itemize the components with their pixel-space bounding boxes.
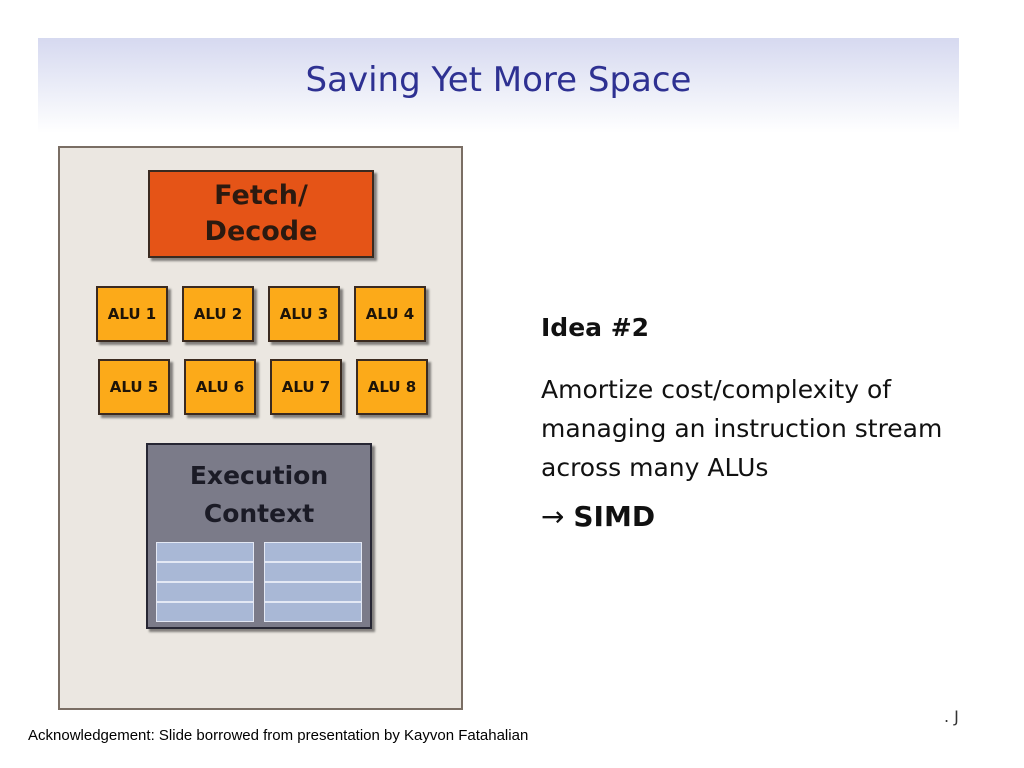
simd-label: SIMD xyxy=(573,500,656,533)
slide-title: Saving Yet More Space xyxy=(305,60,692,100)
register-cell xyxy=(156,602,254,622)
register-cell xyxy=(264,582,362,602)
idea-text-line: managing an instruction stream xyxy=(541,414,943,443)
alu-2-block: ALU 2 xyxy=(182,286,254,342)
fetch-decode-label-line-2: Decode xyxy=(204,216,318,247)
register-cell xyxy=(156,542,254,562)
idea-description: Amortize cost/complexity of managing an … xyxy=(541,370,971,487)
register-cell xyxy=(264,542,362,562)
alu-6-block: ALU 6 xyxy=(184,359,256,415)
right-arrow-icon: → xyxy=(541,500,565,533)
register-cell xyxy=(264,562,362,582)
alu-8-block: ALU 8 xyxy=(356,359,428,415)
alu-5-block: ALU 5 xyxy=(98,359,170,415)
fetch-decode-label-line-1: Fetch/ xyxy=(214,180,308,211)
processor-diagram: Fetch/ Decode ALU 1 ALU 2 ALU 3 ALU 4 AL… xyxy=(58,146,463,710)
alu-1-block: ALU 1 xyxy=(96,286,168,342)
alu-3-block: ALU 3 xyxy=(268,286,340,342)
execution-context-label: Execution Context xyxy=(148,457,370,533)
idea-heading: Idea #2 xyxy=(541,313,650,342)
register-column-left xyxy=(156,542,254,622)
execution-context-block: Execution Context xyxy=(146,443,372,629)
acknowledgement-footer: Acknowledgement: Slide borrowed from pre… xyxy=(28,727,529,744)
title-band: Saving Yet More Space xyxy=(38,38,959,133)
register-cell xyxy=(156,582,254,602)
execution-context-label-line-2: Context xyxy=(203,499,315,528)
execution-context-label-line-1: Execution xyxy=(189,461,329,490)
register-cell xyxy=(264,602,362,622)
alu-7-block: ALU 7 xyxy=(270,359,342,415)
simd-conclusion: → SIMD xyxy=(541,500,655,533)
register-cell xyxy=(156,562,254,582)
alu-4-block: ALU 4 xyxy=(354,286,426,342)
page-number: . J xyxy=(944,707,959,726)
idea-text-line: across many ALUs xyxy=(541,453,769,482)
fetch-decode-block: Fetch/ Decode xyxy=(148,170,374,258)
idea-text-line: Amortize cost/complexity of xyxy=(541,375,892,404)
register-column-right xyxy=(264,542,362,622)
